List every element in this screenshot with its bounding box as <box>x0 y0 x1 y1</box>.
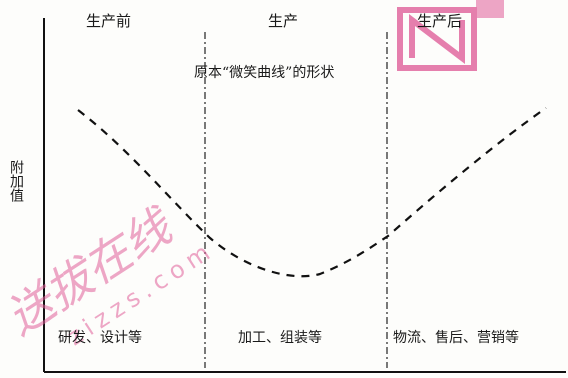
y-axis-label: 附加值 <box>8 160 24 202</box>
phase-label-post-production: 生产后 <box>417 12 463 30</box>
watermark-stamp <box>397 0 504 71</box>
stage-label-rd-design: 研发、设计等 <box>58 330 142 346</box>
stage-label-assembly: 加工、组装等 <box>238 330 322 346</box>
stage-label-logistics: 物流、售后、营销等 <box>393 330 519 346</box>
diagram-caption: 原本“微笑曲线”的形状 <box>194 65 335 81</box>
phase-label-pre-production: 生产前 <box>86 12 132 30</box>
smile-curve <box>77 107 547 278</box>
phase-label-production: 生产 <box>268 12 299 30</box>
